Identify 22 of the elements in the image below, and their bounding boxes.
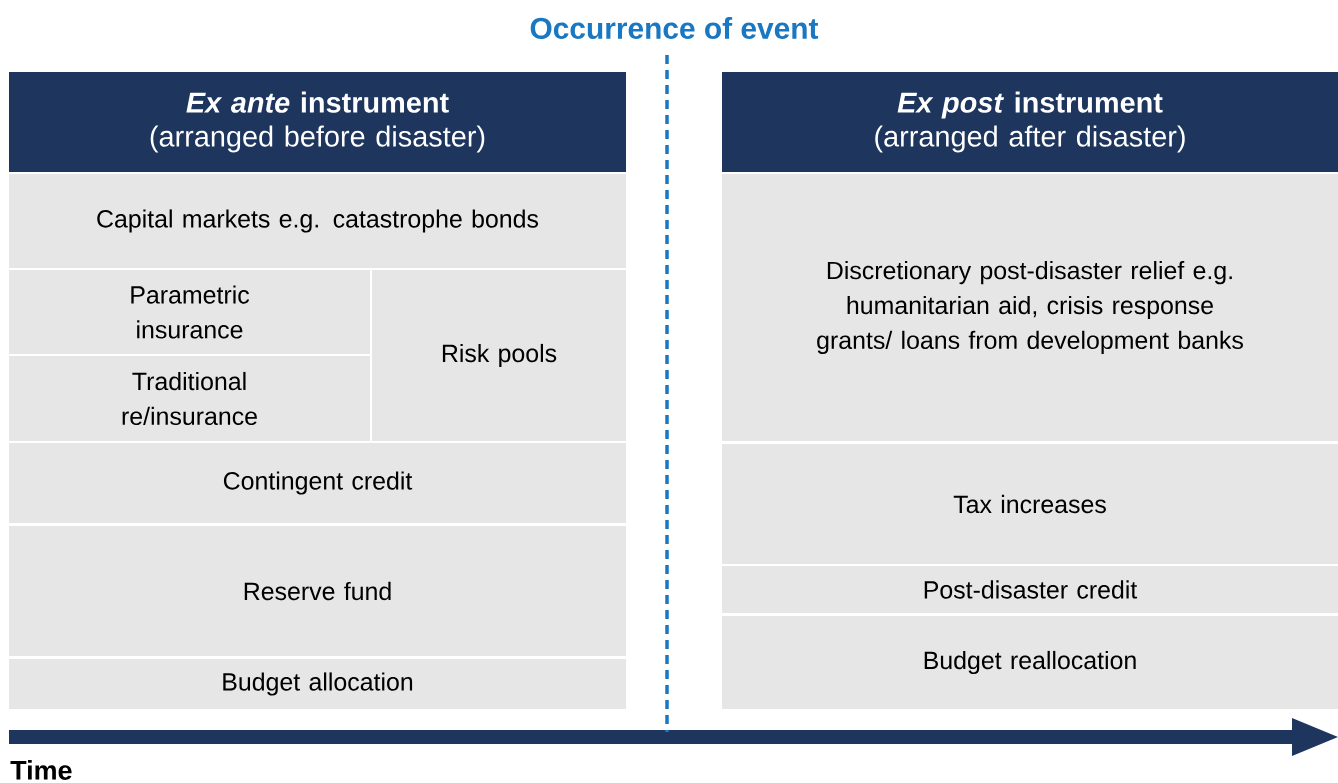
axis-label: Time xyxy=(10,760,72,780)
instrument-cell: Parametric insurance xyxy=(9,270,370,354)
instrument-cell: Contingent credit xyxy=(9,443,626,523)
header-box: Ex ante instrument (arranged before disaster) xyxy=(9,72,626,172)
node-label: Tax increases xyxy=(953,494,1106,514)
node-label: Traditional re/insurance xyxy=(122,371,257,426)
node-label: Capital markets e.g. catastrophe bonds xyxy=(97,209,539,233)
instrument-cell: Tax increases xyxy=(722,444,1338,564)
instrument-cell: Traditional re/insurance xyxy=(9,356,370,441)
event-title: Occurrence of event xyxy=(530,17,819,39)
instrument-cell: Discretionary post-disaster relief e.g. humanitarian aid, crisis response grants/ loans from development banks xyxy=(722,174,1338,441)
instrument-cell: Capital markets e.g. catastrophe bonds xyxy=(9,174,626,268)
instrument-cell: Reserve fund xyxy=(9,526,626,656)
instrument-cell: Risk pools xyxy=(372,270,626,441)
instrument-cell: Post-disaster credit xyxy=(722,566,1338,613)
node-label: Contingent credit xyxy=(223,471,413,495)
node-label: Risk pools xyxy=(442,343,557,368)
node-label: Post-disaster credit xyxy=(924,580,1138,599)
node-label: Parametric insurance xyxy=(131,285,250,339)
instrument-cell: Budget reallocation xyxy=(722,616,1338,709)
instrument-cell: Budget allocation xyxy=(9,659,626,709)
header-box: Ex post instrument (arranged after disaster) xyxy=(722,72,1338,172)
